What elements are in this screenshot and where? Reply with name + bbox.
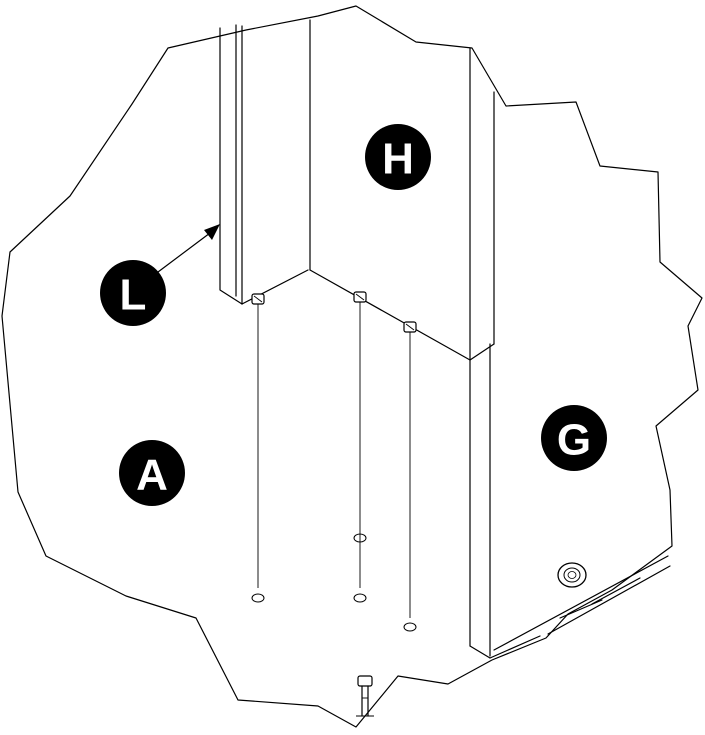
floor-grommet [557, 562, 587, 588]
callout-h: H [365, 124, 431, 190]
callout-a-label: A [136, 451, 168, 500]
callout-a: A [119, 440, 185, 506]
callout-g: G [541, 405, 607, 471]
upright-post [309, 19, 541, 659]
bottom-bolt [356, 675, 374, 717]
wall-panel [219, 24, 309, 305]
leader-arrow-l [157, 224, 220, 273]
screw-3 [403, 321, 417, 632]
floor-strip [493, 555, 671, 651]
callout-h-label: H [382, 135, 414, 184]
callout-l-label: L [120, 271, 147, 320]
detail-outline [1, 5, 703, 728]
callout-g-label: G [557, 416, 591, 465]
callout-l: L [100, 260, 166, 326]
screw-1 [251, 293, 265, 603]
screw-2 [353, 291, 367, 603]
